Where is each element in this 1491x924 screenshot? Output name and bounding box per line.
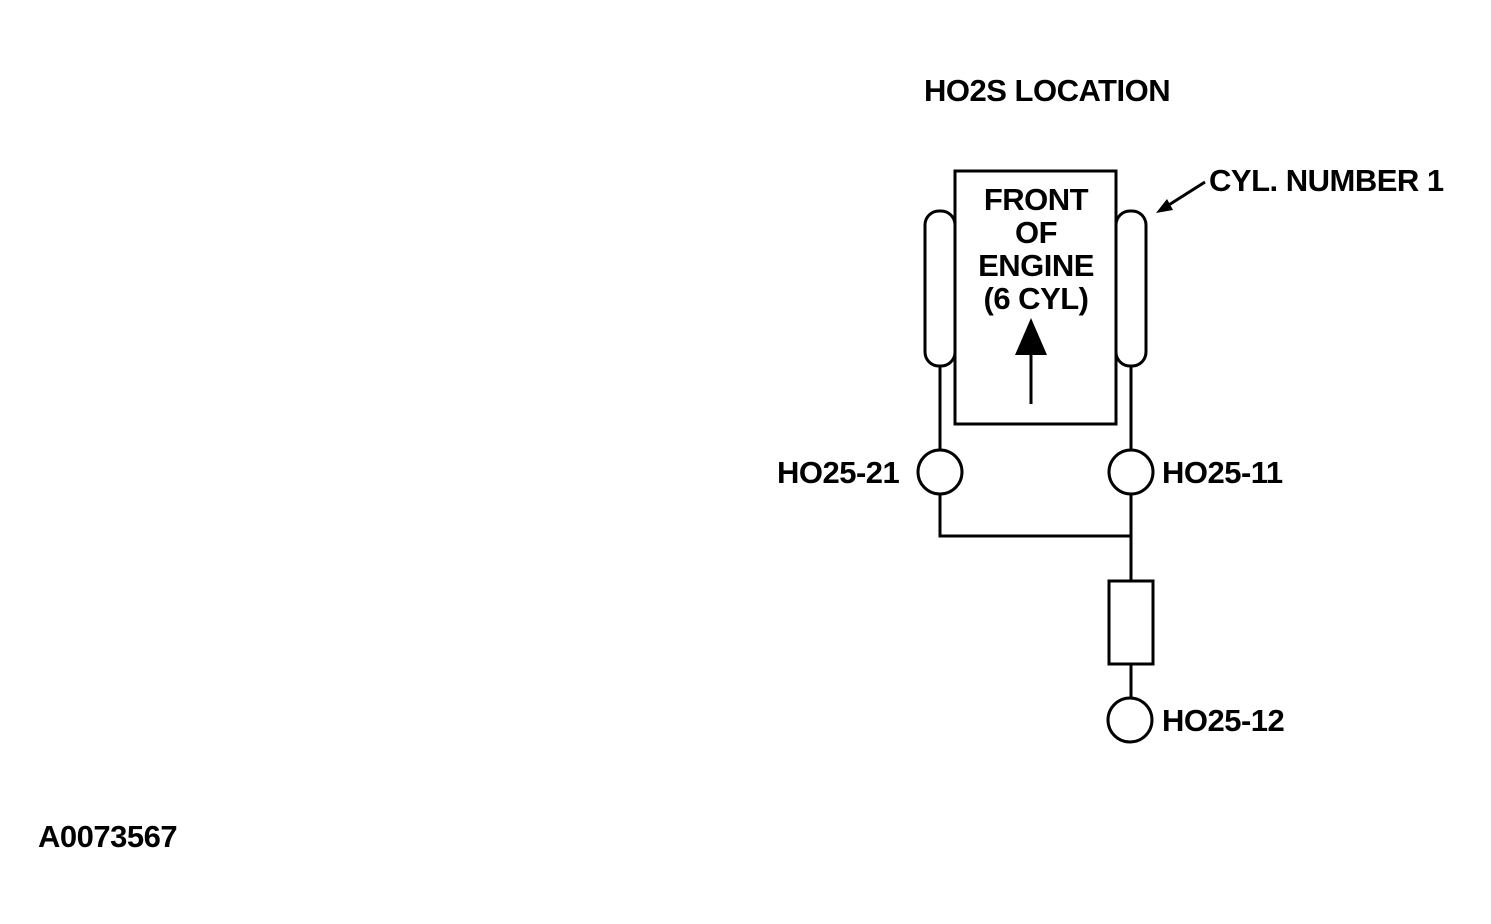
engine-label-line-4: (6 CYL) <box>983 281 1090 316</box>
engine-label-line-3: ENGINE <box>978 248 1094 283</box>
engine-label-line-2: OF <box>1014 215 1058 250</box>
sensor-ho25-12-label: HO25-12 <box>1162 703 1285 738</box>
cyl-number-1-label: CYL. NUMBER 1 <box>1209 163 1444 198</box>
right-cylinder-bank <box>1114 209 1148 368</box>
front-arrow-icon <box>1015 318 1047 355</box>
engine-label: FRONT OF ENGINE (6 CYL) <box>957 183 1115 315</box>
cyl-number-1-arrow-icon <box>1156 199 1173 213</box>
catalytic-converter <box>1107 579 1155 666</box>
cyl-number-1-leader <box>1163 180 1206 210</box>
sensor-ho25-21 <box>916 448 964 496</box>
sensor-ho25-11 <box>1107 448 1155 496</box>
left-cylinder-bank <box>923 209 957 368</box>
sensor-ho25-21-label: HO25-21 <box>777 455 900 490</box>
sensor-ho25-12 <box>1106 696 1154 744</box>
diagram-title: HO2S LOCATION <box>924 73 1171 108</box>
sensor-ho25-11-label: HO25-11 <box>1162 455 1283 490</box>
figure-id: A0073567 <box>38 819 178 854</box>
engine-label-line-1: FRONT <box>983 182 1089 217</box>
